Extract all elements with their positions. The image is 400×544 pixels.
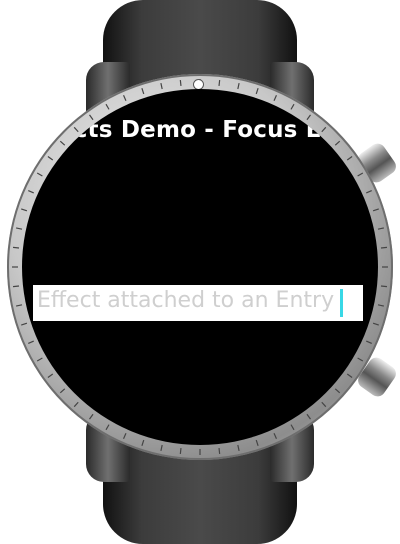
bezel-tick [21,322,28,326]
bezel-tick [237,444,240,452]
bezel-tick [47,156,54,161]
bezel-tick [290,424,295,431]
bezel-tick [28,189,34,194]
bezel-tick [179,79,182,87]
bezel-tick [160,444,163,452]
bezel-tick [306,114,311,121]
bezel-tick [28,340,34,345]
bezel-tick [273,95,278,101]
bezel-tick [321,401,327,408]
bezel-tick [122,95,127,101]
bezel-tick [380,246,388,249]
bezel-tick [366,340,372,345]
bezel-tick [122,433,127,439]
bezel-tick [377,304,385,307]
bezel-tick [306,413,311,420]
bezel-tick [59,140,66,146]
bezel-tick [47,373,54,378]
bezel-tick [36,172,43,177]
watch-strap-bottom [103,444,297,544]
bezel-tick [366,189,372,194]
bezel-tick [218,447,221,455]
bezel-ticks [12,79,388,455]
bezel-tick [380,285,388,288]
focus-effect-entry[interactable]: Effect attached to an Entry [33,285,363,321]
bezel-tick [346,156,353,161]
bezel-tick [105,103,110,110]
bezel-tick [321,126,327,133]
bezel-tick [89,413,94,420]
bezel-tick [15,304,23,307]
page-title: ects Demo - Focus Eff [57,117,343,143]
bezel-tick [372,208,379,212]
bezel-tick [237,82,240,90]
bezel-tick [290,103,295,110]
bezel-tick [36,357,43,362]
text-cursor [340,289,343,317]
bezel-tick [357,172,364,177]
bezel-tick [255,88,259,95]
bezel-tick [141,439,145,446]
bezel-tick [334,140,341,146]
bezel-tick [73,126,79,133]
bezel-tick [218,79,221,87]
watch-screen: ects Demo - Focus Eff Effect attached to… [22,89,378,445]
bezel-tick [346,373,353,378]
bezel-tick [357,357,364,362]
bezel-tick [255,439,259,446]
bezel-tick [160,82,163,90]
bezel-tick [12,246,20,249]
bezel-tick [21,208,28,212]
bezel-tick [89,114,94,121]
bezel-tick [73,401,79,408]
bezel-tick [59,388,66,394]
bezel-tick [377,227,385,230]
bezel-tick [179,447,182,455]
bezel-tick [105,424,110,431]
bezel-tick [141,88,145,95]
bezel-tick [372,322,379,326]
bezel-tick [334,388,341,394]
bezel-tick [273,433,278,439]
entry-placeholder-text: Effect attached to an Entry [37,288,335,313]
bezel-tick [15,227,23,230]
bezel-tick [12,285,20,288]
